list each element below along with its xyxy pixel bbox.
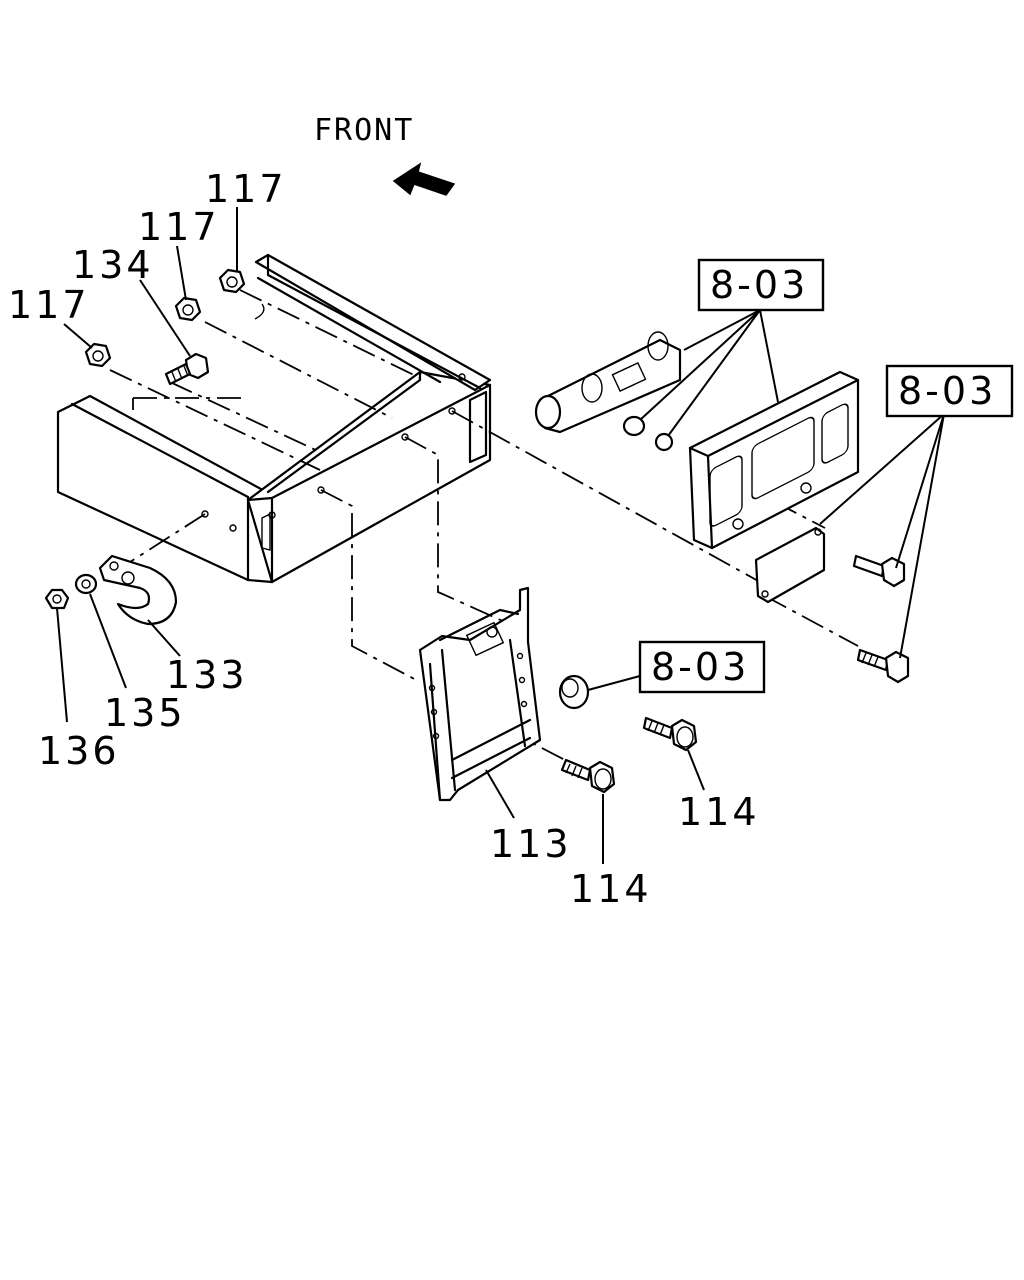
callout-114-right: 114 <box>678 790 760 834</box>
lamp-bracket-icon <box>534 331 682 434</box>
frame-rail-assembly <box>56 253 492 584</box>
assembly-center-lines <box>109 289 859 761</box>
ref-box-right: 8-03 <box>885 364 1014 418</box>
license-plate-icon <box>754 526 826 604</box>
callout-133: 133 <box>166 653 248 697</box>
rear-lamp-icon <box>688 370 860 550</box>
nut-117-mid-icon <box>174 296 202 322</box>
callout-117-left: 117 <box>8 283 90 327</box>
callout-135: 135 <box>104 691 186 735</box>
ref-box-lower: 8-03 <box>638 640 766 694</box>
bracket-113-icon <box>418 586 542 802</box>
callout-117-top: 117 <box>205 167 287 211</box>
lamp-washer-icon <box>654 432 674 452</box>
bolt-114-lower-icon <box>560 758 616 794</box>
front-label: FRONT <box>314 113 414 148</box>
nut-136-icon <box>44 588 70 610</box>
washer-135-icon <box>74 573 98 595</box>
callout-113: 113 <box>490 822 572 866</box>
callout-114-lower: 114 <box>570 867 652 911</box>
lamp-nut-icon <box>622 415 646 437</box>
grommet-icon <box>558 674 590 710</box>
callout-134: 134 <box>72 243 154 287</box>
bolt-134-icon <box>164 352 210 386</box>
plate-bolt-lower-icon <box>856 648 910 684</box>
nut-117-left-icon <box>84 342 112 368</box>
bolt-114-right-icon <box>642 716 698 752</box>
ref-box-upper: 8-03 <box>697 258 825 312</box>
callout-136: 136 <box>38 729 120 773</box>
tow-hook-133-icon <box>98 554 178 626</box>
ref-box-right-label: 8-03 <box>898 369 996 413</box>
ref-box-lower-label: 8-03 <box>651 645 749 689</box>
plate-bolt-upper-icon <box>852 554 906 588</box>
ref-box-upper-label: 8-03 <box>710 263 808 307</box>
leader-lines <box>56 207 945 864</box>
front-arrow-icon <box>392 162 456 196</box>
nut-117-top-icon <box>218 268 246 294</box>
callout-117-mid: 117 <box>138 205 220 249</box>
